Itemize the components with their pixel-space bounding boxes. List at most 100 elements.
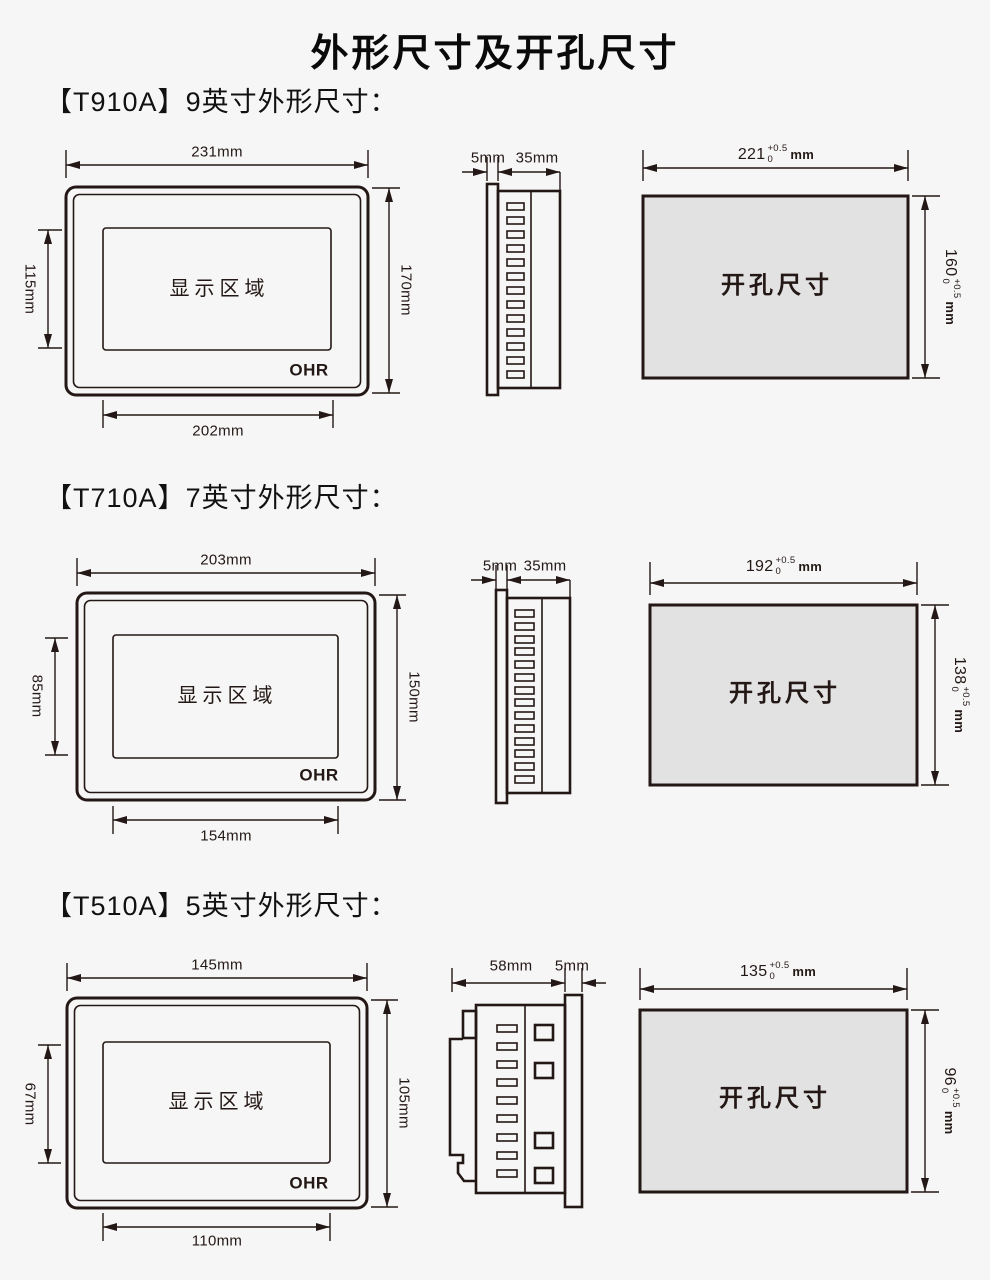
vent-slot bbox=[496, 1114, 518, 1123]
vent-slot bbox=[514, 724, 535, 733]
tolerance-lower: 0 bbox=[775, 566, 782, 577]
tolerance-lower: 0 bbox=[940, 278, 951, 285]
t710a-brand-logo: OHR bbox=[299, 765, 339, 785]
heading-text: 7英寸外形尺寸： bbox=[185, 483, 398, 513]
t710a-width-label: 203mm bbox=[200, 551, 252, 569]
tolerance-upper: +0.5 bbox=[959, 686, 971, 707]
t710a-bezel-thickness-label: 5mm bbox=[482, 557, 518, 575]
t510a-display-area-label: 显示区域 bbox=[168, 1091, 269, 1113]
connector-port bbox=[533, 1061, 555, 1080]
vent-slot bbox=[514, 673, 535, 682]
t910a-cutout-view bbox=[641, 150, 940, 380]
model-code: 【T510A】 bbox=[45, 891, 186, 921]
t910a-cutout-label: 开孔尺寸 bbox=[721, 273, 833, 299]
t510a-cutout-view bbox=[638, 968, 939, 1194]
heading-text: 5英寸外形尺寸： bbox=[185, 891, 398, 921]
cutout-rect bbox=[648, 603, 919, 787]
vent-slot bbox=[514, 686, 535, 695]
cutout-height-value: 96 bbox=[941, 1067, 958, 1086]
vent-slot bbox=[496, 1169, 518, 1178]
t910a-bezel-thickness-label: 5mm bbox=[470, 149, 506, 167]
t910a-display-area-label: 显示区域 bbox=[169, 278, 270, 300]
t510a-side-view bbox=[448, 968, 606, 1209]
tolerance-upper: +0.5 bbox=[949, 1087, 961, 1108]
section-heading-t510a: 【T510A】5英寸外形尺寸： bbox=[45, 884, 398, 923]
display-area-outline bbox=[102, 227, 332, 351]
tolerance-lower: 0 bbox=[767, 154, 774, 165]
display-area-outline bbox=[102, 1041, 331, 1164]
t910a-display-width-label: 202mm bbox=[192, 422, 244, 440]
t710a-display-area-label: 显示区域 bbox=[177, 685, 278, 707]
t510a-brand-logo: OHR bbox=[289, 1173, 329, 1193]
vent-slot bbox=[506, 342, 525, 351]
vent-slot bbox=[506, 258, 525, 267]
cutout-height-value: 160 bbox=[942, 248, 959, 277]
t510a-width-label: 145mm bbox=[191, 956, 243, 974]
vent-slot bbox=[514, 749, 535, 758]
vent-slot bbox=[496, 1060, 518, 1069]
vent-slot bbox=[506, 216, 525, 225]
tolerance-lower: 0 bbox=[769, 971, 776, 982]
t710a-display-width-label: 154mm bbox=[200, 827, 252, 845]
vent-slot bbox=[506, 244, 525, 253]
connector-port bbox=[533, 1131, 555, 1150]
heading-text: 9英寸外形尺寸： bbox=[185, 87, 398, 117]
t710a-cutout-view bbox=[648, 562, 949, 787]
tolerance-upper: +0.5 bbox=[769, 960, 790, 972]
t910a-height-label: 170mm bbox=[397, 264, 415, 316]
vent-slot bbox=[506, 370, 525, 379]
vent-slot bbox=[506, 314, 525, 323]
vent-slot bbox=[496, 1078, 518, 1087]
vent-slot bbox=[496, 1133, 518, 1142]
panel-outline bbox=[64, 185, 370, 397]
vent-slot bbox=[506, 300, 525, 309]
vent-slot bbox=[506, 230, 525, 239]
panel-outline bbox=[75, 591, 377, 802]
t710a-cutout-label: 开孔尺寸 bbox=[729, 681, 841, 707]
t710a-display-height-label: 85mm bbox=[28, 674, 46, 718]
body-outline bbox=[496, 189, 562, 390]
cutout-height-unit: mm bbox=[942, 301, 958, 326]
panel-inner-outline bbox=[72, 193, 362, 389]
vent-slot bbox=[514, 647, 535, 656]
model-code: 【T710A】 bbox=[45, 483, 186, 513]
t710a-depth-label: 35mm bbox=[523, 557, 567, 575]
body-outline bbox=[505, 596, 572, 795]
vent-slot bbox=[514, 609, 535, 618]
vent-slot bbox=[514, 698, 535, 707]
page-title: 外形尺寸及开孔尺寸 bbox=[310, 33, 680, 75]
model-code: 【T910A】 bbox=[45, 87, 186, 117]
mounting-clip-top bbox=[461, 1009, 478, 1040]
connector-port bbox=[533, 1023, 555, 1042]
cutout-width-unit: mm bbox=[798, 559, 823, 575]
cutout-rect bbox=[638, 1008, 909, 1194]
t910a-width-label: 231mm bbox=[191, 143, 243, 161]
vent-slot bbox=[514, 711, 535, 720]
bezel-plate bbox=[494, 588, 509, 805]
t710a-side-view bbox=[471, 565, 572, 805]
vent-slot bbox=[514, 622, 535, 631]
t710a-height-label: 150mm bbox=[405, 671, 423, 723]
t510a-display-width-label: 110mm bbox=[191, 1232, 243, 1250]
t910a-side-view bbox=[462, 157, 562, 397]
connector-port bbox=[533, 1166, 555, 1185]
t910a-front-view bbox=[38, 150, 400, 428]
tolerance-lower: 0 bbox=[939, 1087, 950, 1094]
vent-slot bbox=[506, 272, 525, 281]
vent-slot bbox=[496, 1024, 518, 1033]
t510a-front-view bbox=[38, 963, 398, 1241]
t510a-cutout-label: 开孔尺寸 bbox=[719, 1086, 831, 1112]
t510a-depth-label: 58mm bbox=[489, 957, 533, 975]
vent-slot bbox=[506, 286, 525, 295]
body-outline bbox=[474, 1003, 567, 1195]
